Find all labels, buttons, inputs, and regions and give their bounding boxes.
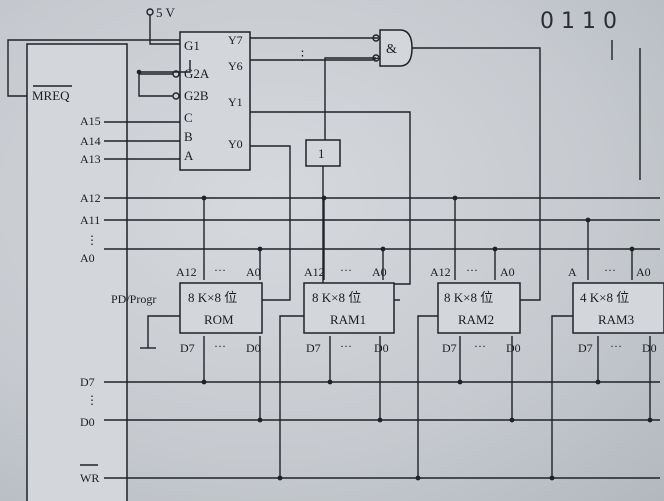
ram2-size: 8 K×8 位 bbox=[444, 290, 493, 305]
decoder-g2a: G2A bbox=[184, 66, 210, 81]
pd-progr-label: PD/Progr bbox=[111, 292, 156, 306]
supply-label: 5 V bbox=[156, 5, 176, 20]
handwritten-note: 0 1 1 0 bbox=[540, 9, 617, 34]
chip-ram1: A12 ··· A0 8 K×8 位 RAM1 D7 ··· D0 bbox=[303, 263, 395, 355]
ram2-name: RAM2 bbox=[458, 312, 494, 327]
svg-text:⋮: ⋮ bbox=[86, 393, 98, 407]
and-gate: & bbox=[324, 29, 541, 301]
rom-data-lo: D0 bbox=[246, 341, 261, 355]
ram1-addr-hi: A12 bbox=[304, 265, 325, 279]
rom-size: 8 K×8 位 bbox=[188, 290, 237, 305]
svg-text:···: ··· bbox=[474, 339, 486, 353]
svg-text:⋮: ⋮ bbox=[296, 48, 309, 63]
wr-label: WR bbox=[80, 471, 99, 485]
svg-text:···: ··· bbox=[610, 339, 622, 353]
ram3-size: 4 K×8 位 bbox=[580, 290, 629, 305]
decoder-address-lines: A15 A14 A13 bbox=[80, 114, 180, 166]
decoder-y7: Y7 bbox=[228, 33, 243, 47]
mreq-label: MREQ bbox=[32, 88, 70, 103]
a15-label: A15 bbox=[80, 114, 101, 128]
svg-text:···: ··· bbox=[214, 263, 226, 277]
rom-addr-hi: A12 bbox=[176, 265, 197, 279]
ram3-name: RAM3 bbox=[598, 312, 634, 327]
ram3-addr-lo: A0 bbox=[636, 265, 651, 279]
svg-text:···: ··· bbox=[340, 339, 352, 353]
ram2-data-lo: D0 bbox=[506, 341, 521, 355]
data-bus: D7 ⋮ D0 bbox=[80, 336, 660, 429]
not-gate-label: 1 bbox=[318, 146, 325, 161]
decoder-y0: Y0 bbox=[228, 137, 243, 151]
decoder-g2b: G2B bbox=[184, 88, 209, 103]
svg-text:···: ··· bbox=[466, 263, 478, 277]
ram1-size: 8 K×8 位 bbox=[312, 290, 361, 305]
svg-text:···: ··· bbox=[214, 339, 226, 353]
rom-addr-lo: A0 bbox=[246, 265, 261, 279]
a14-label: A14 bbox=[80, 134, 101, 148]
ram1-name: RAM1 bbox=[330, 312, 366, 327]
decoder-y1: Y1 bbox=[228, 95, 243, 109]
a12-label: A12 bbox=[80, 191, 101, 205]
ram2-addr-lo: A0 bbox=[500, 265, 515, 279]
rom-name: ROM bbox=[204, 312, 234, 327]
pd-progr: PD/Progr bbox=[111, 292, 180, 349]
decoder-g1: G1 bbox=[184, 38, 200, 53]
rom-data-hi: D7 bbox=[180, 341, 195, 355]
svg-text:···: ··· bbox=[604, 263, 616, 277]
d0-label: D0 bbox=[80, 415, 95, 429]
chip-ram3: A ··· A0 4 K×8 位 RAM3 D7 ··· D0 bbox=[568, 263, 664, 355]
svg-text:⋮: ⋮ bbox=[86, 233, 98, 247]
svg-text:···: ··· bbox=[340, 263, 352, 277]
a11-label: A11 bbox=[80, 213, 100, 227]
and-gate-label: & bbox=[386, 42, 397, 57]
wr-signal: WR bbox=[80, 464, 660, 485]
decoder-y6: Y6 bbox=[228, 59, 243, 73]
decoder-c: C bbox=[184, 110, 193, 125]
chip-rom: A12 ··· A0 8 K×8 位 ROM D7 ··· D0 bbox=[176, 263, 263, 355]
decoder-outputs: ⋮ bbox=[250, 37, 411, 301]
cpu-block bbox=[26, 43, 128, 501]
ram2-addr-hi: A12 bbox=[430, 265, 451, 279]
a13-label: A13 bbox=[80, 152, 101, 166]
supply-5v: 5 V bbox=[146, 5, 180, 45]
decoder-chip bbox=[179, 31, 251, 171]
d7-label: D7 bbox=[80, 375, 95, 389]
address-bus: A12 A11 ⋮ A0 bbox=[80, 191, 660, 280]
ram3-data-hi: D7 bbox=[578, 341, 593, 355]
decoder-a: A bbox=[184, 148, 194, 163]
ram2-data-hi: D7 bbox=[442, 341, 457, 355]
ram1-data-hi: D7 bbox=[306, 341, 321, 355]
decoder-b: B bbox=[184, 129, 193, 144]
ram1-data-lo: D0 bbox=[374, 341, 389, 355]
ram3-addr-hi: A bbox=[568, 265, 577, 279]
a0-label: A0 bbox=[80, 251, 95, 265]
ram1-addr-lo: A0 bbox=[372, 265, 387, 279]
chip-ram2: A12 ··· A0 8 K×8 位 RAM2 D7 ··· D0 bbox=[430, 263, 521, 355]
